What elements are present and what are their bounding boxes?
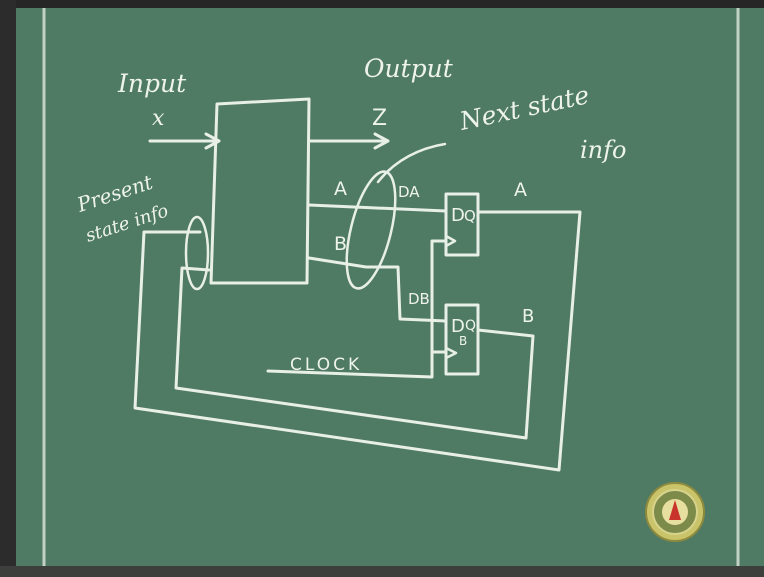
output-arrow bbox=[310, 134, 388, 148]
db-label: DB bbox=[408, 290, 430, 308]
output-variable-label: Z bbox=[372, 106, 387, 131]
next-state-info-label: info bbox=[580, 136, 626, 164]
next-state-label: Next state bbox=[456, 80, 592, 136]
output-label: Output bbox=[364, 54, 454, 83]
da-label: DA bbox=[398, 183, 420, 201]
clock-line-ff-a bbox=[432, 241, 446, 352]
input-arrow bbox=[150, 134, 219, 148]
clock-label: CLOCK bbox=[290, 355, 362, 375]
output-b-label: B bbox=[522, 306, 534, 327]
record-logo-icon bbox=[646, 483, 704, 541]
line-b-label: B bbox=[334, 233, 347, 255]
output-a-label: A bbox=[514, 179, 527, 201]
line-a bbox=[309, 205, 446, 211]
input-variable-label: x bbox=[152, 106, 165, 131]
line-a-label: A bbox=[334, 178, 347, 200]
feedback-loop-a bbox=[135, 212, 580, 470]
combinational-logic-block bbox=[211, 99, 309, 283]
input-label: Input bbox=[117, 69, 187, 98]
next-state-pointer bbox=[378, 144, 445, 182]
flip-flop-a-d-label: D bbox=[451, 205, 465, 226]
top-frame bbox=[0, 0, 764, 8]
left-frame bbox=[0, 0, 16, 577]
next-state-group-ellipse bbox=[337, 167, 405, 293]
present-state-group-ellipse bbox=[186, 217, 208, 289]
chalk-ledge bbox=[0, 566, 764, 577]
flip-flop-a-q-label: Q bbox=[464, 207, 476, 225]
flip-flop-b-subscript-label: B bbox=[459, 334, 467, 348]
flip-flop-b-q-label: Q bbox=[465, 318, 476, 334]
